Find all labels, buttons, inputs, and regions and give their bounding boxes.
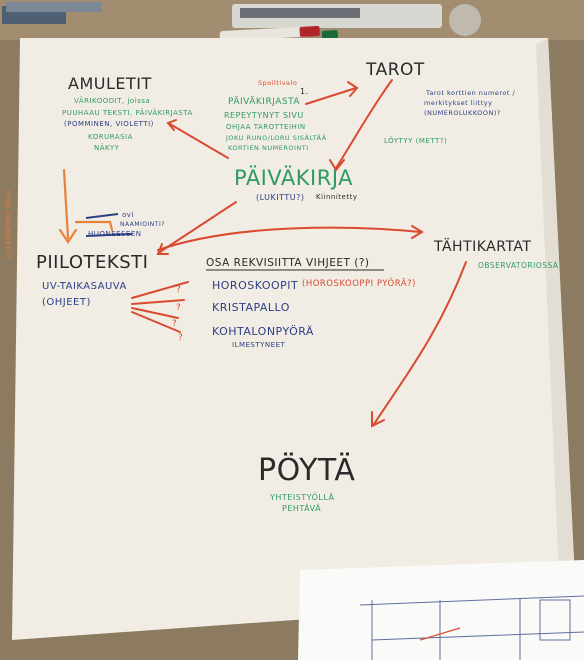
arrow-paivakirja-to-piilo [159, 201, 237, 253]
note-number: 1. [300, 87, 309, 96]
kohtalonpyora-sub: ILMESTYNEET [232, 341, 286, 349]
tahtikartat-sub: OBSERVATORIOSSA [478, 261, 559, 270]
note-line-5: KORTIEN NUMEROINTI [228, 144, 309, 152]
arrow-note-to-tarot [305, 87, 357, 105]
marker-red [219, 26, 310, 41]
book-left-top [6, 2, 102, 12]
tarot-found: LÖYTYY (METT?) [384, 137, 448, 145]
piiloteksti-line-1: UV-TAIKASAUVA [42, 281, 127, 292]
note-line-1: PÄIVÄKIRJASTA [228, 97, 301, 107]
kristapallo: KRISTAPALLO [212, 301, 290, 314]
piiloteksti-title: PIILOTEKSTI [36, 252, 149, 273]
arrow-amuletit-to-piilo [62, 168, 70, 240]
amuletit-line-1: VÄRIKOODIT, joissa [74, 97, 151, 105]
poyta-title: PÖYTÄ [258, 453, 356, 488]
amuletit-title: AMULETIT [68, 74, 152, 93]
paivakirja-title: PÄIVÄKIRJA [234, 166, 354, 190]
poyta-line-2: PEHTÄVÄ [282, 504, 322, 513]
amuletit-line-4: KORURASIA [88, 133, 133, 141]
svg-text:?: ? [176, 303, 181, 313]
horoskoopit-note: (HOROSKOOPPI PYÖRÄ?) [302, 279, 416, 289]
arrow-crossed-to-piilo [74, 220, 114, 232]
glass-icon [449, 4, 481, 36]
piiloteksti-line-2: (OHJEET) [42, 297, 91, 308]
arrows-uv-to-items [131, 281, 189, 333]
svg-text:?: ? [176, 285, 181, 295]
arrow-paivakirja-to-amuletit [169, 123, 229, 159]
amuletit-line-2: PUUHAAU TEKSTI, PÄIVÄKIRJASTA [62, 109, 193, 117]
svg-text:?: ? [178, 333, 183, 343]
crossed-line-3: HUONEESEEN [88, 230, 142, 238]
amuletit-line-3: (POMMINEN, VIOLETTI) [64, 120, 154, 128]
tarot-title: TAROT [366, 60, 425, 80]
arrow-tahti-to-poyta [373, 261, 467, 425]
tahtikartat-title: TÄHTIKARTAT [434, 239, 532, 255]
poyta-line-1: YHTEISTYÖLLÄ [270, 493, 335, 502]
horoskoopit: HOROSKOOPIT [212, 279, 299, 292]
note-line-3: OHJAA TAROTTEIHIN [226, 123, 306, 131]
kohtalonpyora: KOHTALONPYÖRÄ [212, 325, 314, 338]
tarot-note-3: (NUMEROLUKKOON)? [424, 109, 501, 117]
note-line-4: JOKU RUNO/LORU SISÄLTÄÄ [226, 134, 327, 142]
crossed-line-1: ovi [122, 211, 134, 219]
tray-shadow [240, 8, 360, 18]
paivakirja-sub: (LUKITTU?) [256, 193, 305, 202]
crossed-line-2: NAAMIOINTI? [120, 221, 165, 228]
arrow-tarot-to-paivakirja [335, 79, 393, 169]
sketch-sheet [298, 560, 584, 660]
osa-title: OSA REKVISIITTA VIHJEET (?) [206, 257, 370, 269]
svg-text:?: ? [172, 319, 177, 329]
tarot-note-2: merkitykset liittyy [424, 99, 493, 107]
side-vertical-note: VIHJE DOKUMENTTI? [4, 190, 11, 260]
note-red-label: Spoiltivalo [258, 79, 298, 87]
paivakirja-sub2: Kiinnitetty [316, 193, 358, 201]
note-line-2: REPEYTYNYT SIVU [224, 111, 304, 120]
poster-paper [12, 38, 576, 640]
arrow-piilo-to-tahti [157, 226, 421, 251]
tarot-note-1: Tarot korttien numerot / [426, 89, 516, 97]
amuletit-line-5: NÄKYY [94, 144, 120, 152]
